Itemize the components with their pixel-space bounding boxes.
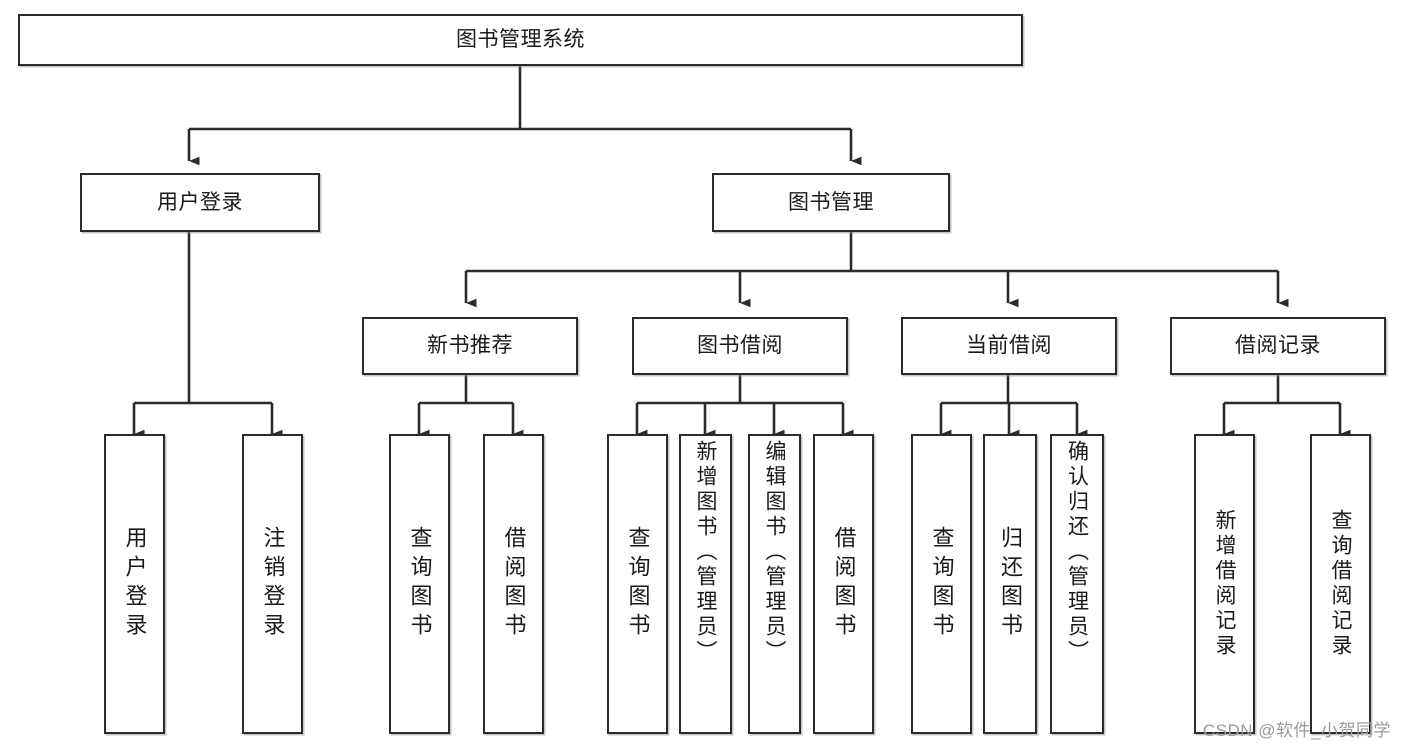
node-label: 图书管理 [788, 190, 874, 214]
level2-to-level3-connectors [464, 232, 1289, 308]
node-leaf-user-login[interactable]: 用户登录 [104, 434, 165, 734]
node-label: 新书推荐 [427, 334, 513, 358]
new-book-to-leaves-connectors [417, 375, 524, 439]
node-label: 新增借阅记录 [1213, 509, 1236, 659]
node-leaf-query-books-current[interactable]: 查询图书 [911, 434, 972, 734]
node-book-borrowing[interactable]: 图书借阅 [632, 317, 848, 375]
node-label: 图书借阅 [697, 334, 783, 358]
node-label: 图书管理系统 [456, 28, 585, 52]
node-leaf-edit-book-admin[interactable]: 编辑图书（管理员） [748, 434, 801, 734]
node-leaf-confirm-return-admin[interactable]: 确认归还（管理员） [1050, 434, 1104, 734]
node-label: 确认归还（管理员） [1065, 440, 1089, 665]
node-leaf-borrow-books-newbook[interactable]: 借阅图书 [483, 434, 544, 734]
node-label: 借阅记录 [1235, 334, 1321, 358]
node-label: 注销登录 [260, 526, 286, 642]
node-label: 新增图书（管理员） [694, 440, 717, 665]
user-login-to-leaves-connectors [132, 232, 283, 439]
node-leaf-borrow-books-borrow[interactable]: 借阅图书 [813, 434, 874, 734]
node-label: 查询图书 [407, 526, 433, 642]
node-label: 借阅图书 [831, 526, 857, 642]
node-label: 查询借阅记录 [1329, 509, 1352, 659]
node-label: 借阅图书 [501, 526, 527, 642]
node-leaf-logout[interactable]: 注销登录 [242, 434, 303, 734]
node-root-library-management-system[interactable]: 图书管理系统 [18, 14, 1023, 66]
node-new-book-recommendation[interactable]: 新书推荐 [362, 317, 578, 375]
node-label: 查询图书 [625, 526, 651, 642]
node-book-management[interactable]: 图书管理 [712, 173, 950, 232]
node-leaf-add-borrow-record[interactable]: 新增借阅记录 [1194, 434, 1255, 734]
current-borrow-to-leaves-connectors [939, 375, 1088, 439]
node-label: 用户登录 [157, 190, 243, 214]
node-leaf-query-books-newbook[interactable]: 查询图书 [389, 434, 450, 734]
node-label: 归还图书 [998, 526, 1023, 642]
node-user-login[interactable]: 用户登录 [80, 173, 320, 232]
root-to-level2-connectors [187, 66, 862, 166]
node-leaf-add-book-admin[interactable]: 新增图书（管理员） [679, 434, 732, 734]
node-borrowing-records[interactable]: 借阅记录 [1170, 317, 1386, 375]
node-label: 用户登录 [122, 526, 148, 642]
borrow-record-to-leaves-connectors [1222, 375, 1351, 439]
node-leaf-query-books-borrow[interactable]: 查询图书 [607, 434, 668, 734]
node-label: 编辑图书（管理员） [763, 440, 786, 665]
book-borrow-to-leaves-connectors [635, 375, 854, 439]
node-label: 查询图书 [929, 526, 955, 642]
node-label: 当前借阅 [966, 334, 1052, 358]
node-leaf-return-books[interactable]: 归还图书 [983, 434, 1037, 734]
node-leaf-query-borrow-record[interactable]: 查询借阅记录 [1310, 434, 1371, 734]
node-current-borrowing[interactable]: 当前借阅 [901, 317, 1117, 375]
